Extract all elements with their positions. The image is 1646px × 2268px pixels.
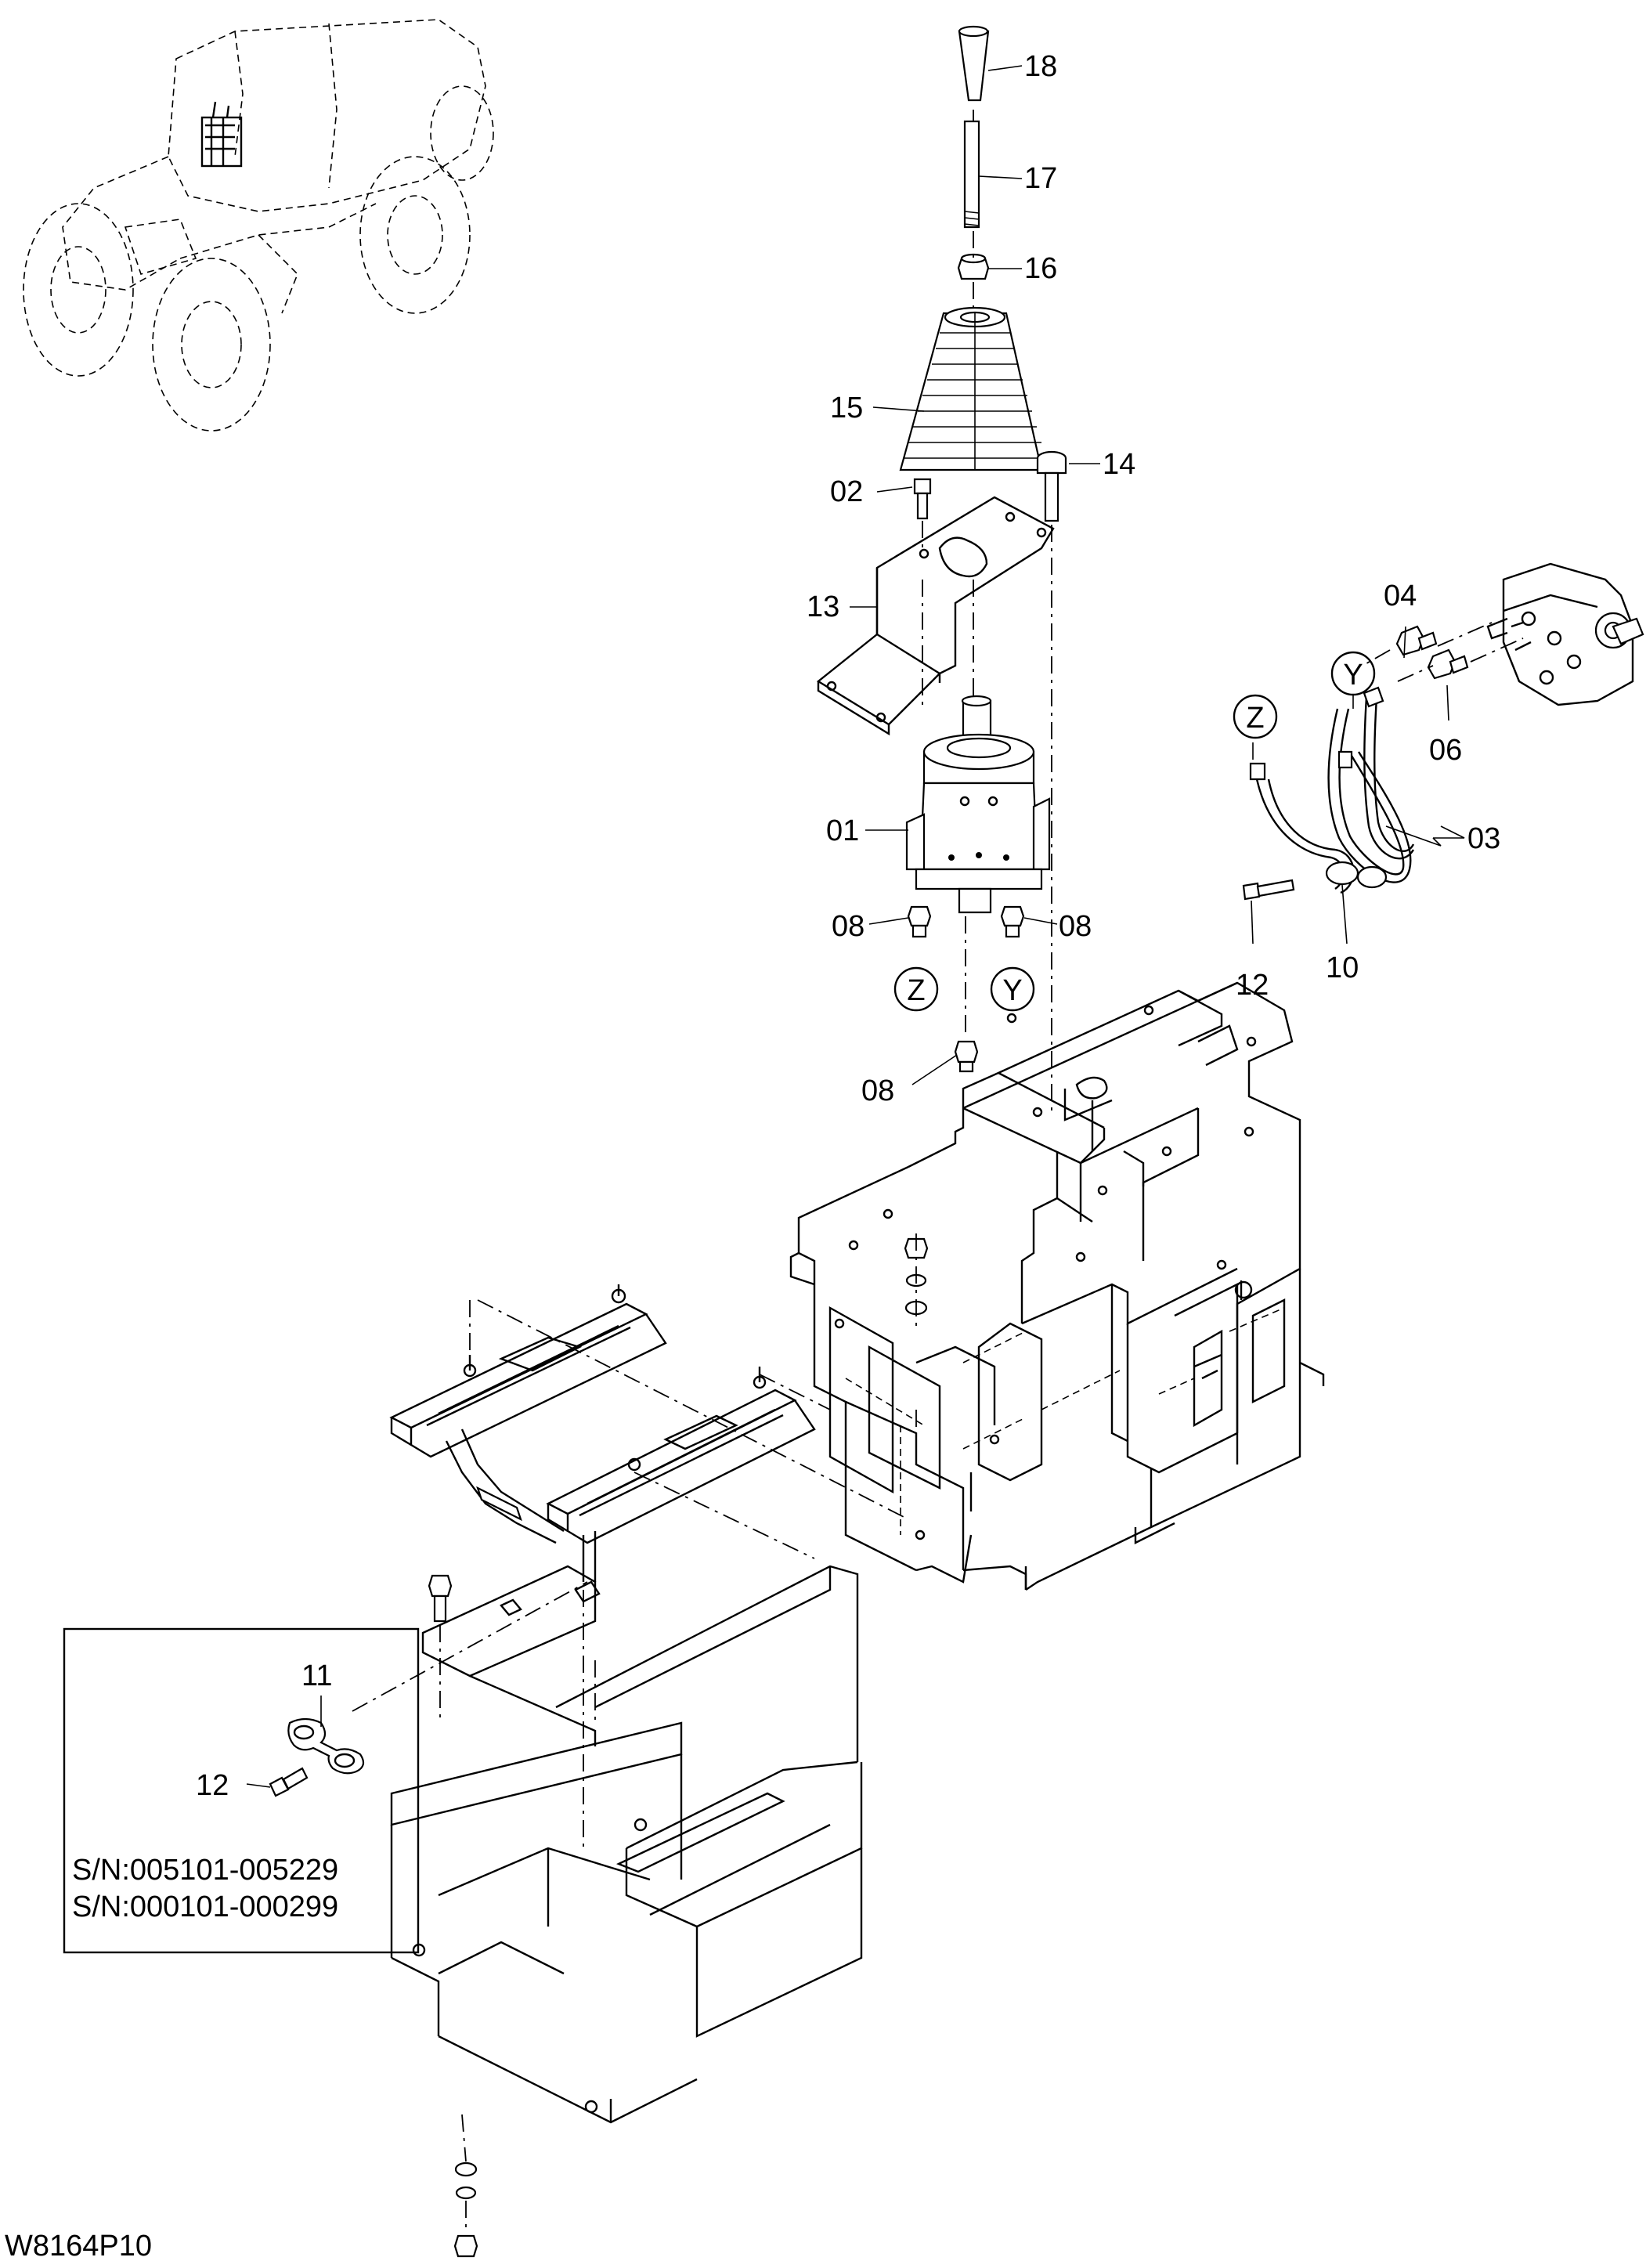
callout-labels: 18 17 16 15 14 02 13 01 08 08 08 04 06 0… (196, 50, 1500, 1802)
connector-z-hose: Z (1233, 694, 1278, 739)
pilot-fitting-left (907, 905, 932, 938)
serial-number-line-2: S/N:000101-000299 (72, 1891, 338, 1923)
pilot-valve (905, 695, 1051, 914)
callout-01: 01 (826, 814, 859, 847)
inset-clamp-screw (269, 1767, 309, 1797)
callout-02: 02 (830, 475, 863, 508)
callout-08-left: 08 (832, 910, 865, 943)
serial-inset-box (63, 1581, 588, 1954)
seat-slide-rails (389, 1284, 816, 1582)
callout-16: 16 (1024, 252, 1057, 285)
connector-z-pilot: Z (893, 966, 939, 1012)
inset-clamp (287, 1717, 365, 1775)
callout-10: 10 (1326, 952, 1359, 984)
elbow-fitting (1427, 648, 1469, 680)
callout-12-inset: 12 (196, 1769, 229, 1802)
joystick-rod (963, 120, 980, 229)
mounting-screw (913, 478, 932, 520)
serial-number-line-1: S/N:005101-005229 (72, 1854, 338, 1887)
callout-14: 14 (1103, 448, 1135, 481)
joystick-knob (958, 25, 990, 102)
rail-assembly-line (469, 1299, 909, 1559)
callout-11: 11 (301, 1659, 332, 1692)
connector-y-pilot: Y (990, 966, 1035, 1012)
joystick-location-highlight (200, 101, 243, 168)
connector-y-hose: Y (1330, 651, 1376, 696)
svg-text:Z: Z (907, 974, 925, 1007)
mounting-bracket (816, 496, 1055, 736)
wheel-loader-thumbnail (23, 19, 494, 432)
callout-03: 03 (1467, 822, 1500, 855)
mounting-bolt (1036, 450, 1067, 522)
seat-base-bolt (428, 1574, 453, 1623)
seat-base-nut-stack (453, 2161, 478, 2258)
seat-base (390, 1565, 863, 2124)
callout-06: 06 (1429, 734, 1462, 767)
callout-17: 17 (1024, 162, 1057, 195)
console-frame (789, 981, 1325, 1591)
callout-04: 04 (1384, 580, 1417, 612)
drawing-code: W8164P10 (5, 2230, 152, 2263)
callout-08-bottom: 08 (861, 1074, 894, 1107)
leader-lines (246, 65, 1465, 1788)
pilot-fitting-bottom (954, 1040, 979, 1073)
callout-18: 18 (1024, 50, 1057, 83)
callout-15: 15 (830, 392, 863, 424)
pilot-hoses (1249, 686, 1415, 894)
clamp-screw (1242, 879, 1295, 901)
callout-13: 13 (807, 590, 839, 623)
callout-12-right: 12 (1236, 969, 1269, 1002)
control-valve-block (1486, 562, 1644, 706)
svg-text:Y: Y (1343, 659, 1363, 692)
pilot-fitting-right (1000, 905, 1025, 938)
frame-nut-stack (904, 1233, 929, 1457)
adapter-fitting (1395, 625, 1438, 656)
svg-text:Z: Z (1246, 702, 1264, 735)
callout-08-right: 08 (1059, 910, 1092, 943)
hose-clamp (1325, 861, 1388, 889)
rubber-boot (899, 306, 1045, 471)
hose-routing-line (1362, 622, 1524, 682)
seat-base-assembly-line (439, 1590, 596, 2232)
lock-nut (957, 253, 990, 280)
svg-text:Y: Y (1002, 974, 1022, 1007)
